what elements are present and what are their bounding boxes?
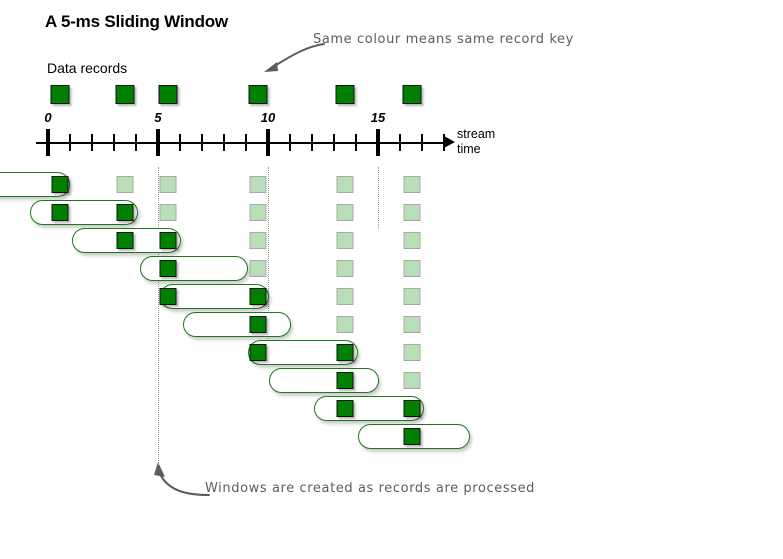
window-3-record-2 [159, 260, 177, 277]
data-record-3 [248, 85, 268, 104]
window-1-pending-record-5 [403, 204, 421, 221]
window-9-record-5 [403, 428, 421, 445]
timeline-tick-12 [311, 134, 313, 151]
timeline-tick-13 [333, 134, 335, 151]
data-record-0 [50, 85, 70, 104]
window-0-record-0 [51, 176, 69, 193]
window-5-record-3 [249, 316, 267, 333]
window-1-pending-record-3 [249, 204, 267, 221]
window-8-record-4 [336, 400, 354, 417]
data-records-label: Data records [47, 60, 128, 76]
guide-line-0 [158, 167, 159, 465]
timeline-tick-6 [179, 134, 181, 151]
window-1-pending-record-2 [159, 204, 177, 221]
axis-caption-line2: time [457, 142, 481, 156]
window-6-record-4 [336, 344, 354, 361]
window-5-pending-record-5 [403, 316, 421, 333]
timeline-tick-5 [156, 129, 160, 156]
timeline-tick-label-15: 15 [370, 110, 386, 125]
window-6-pending-record-5 [403, 344, 421, 361]
guide-line-1 [268, 167, 269, 357]
annotation-arrow-colour [264, 43, 325, 72]
annotation-same-colour: Same colour means same record key [313, 32, 574, 47]
window-3-pending-record-4 [336, 260, 354, 277]
window-0-pending-record-3 [249, 176, 267, 193]
data-record-2 [158, 85, 178, 104]
window-0-pending-record-2 [159, 176, 177, 193]
timeline-tick-3 [113, 134, 115, 151]
window-0-pending-record-4 [336, 176, 354, 193]
timeline-tick-10 [266, 129, 270, 156]
annotation-arrow-windows [154, 462, 210, 496]
window-5 [183, 312, 291, 337]
timeline-arrowhead [444, 136, 455, 148]
data-record-5 [402, 85, 422, 104]
page-title: A 5-ms Sliding Window [45, 12, 228, 31]
window-0-pending-record-5 [403, 176, 421, 193]
window-1-record-0 [51, 204, 69, 221]
timeline-tick-7 [201, 134, 203, 151]
window-4-pending-record-5 [403, 288, 421, 305]
timeline-tick-8 [223, 134, 225, 151]
timeline-tick-label-0: 0 [44, 110, 52, 125]
timeline-tick-1 [69, 134, 71, 151]
window-5-pending-record-4 [336, 316, 354, 333]
timeline-tick-15 [376, 129, 380, 156]
window-1-record-1 [116, 204, 134, 221]
timeline-tick-17 [421, 134, 423, 151]
timeline-tick-2 [91, 134, 93, 151]
timeline-tick-16 [399, 134, 401, 151]
axis-caption: stream time [457, 127, 495, 157]
window-3-pending-record-5 [403, 260, 421, 277]
timeline-axis [36, 142, 448, 144]
timeline-tick-9 [245, 134, 247, 151]
guide-line-2 [378, 167, 379, 229]
timeline-tick-0 [46, 129, 50, 156]
axis-caption-line1: stream [457, 127, 496, 141]
window-4-record-3 [249, 288, 267, 305]
window-6-record-3 [249, 344, 267, 361]
window-4-record-2 [159, 288, 177, 305]
timeline-tick-label-5: 5 [154, 110, 162, 125]
timeline-tick-18 [443, 134, 445, 151]
data-record-4 [335, 85, 355, 104]
window-2-pending-record-3 [249, 232, 267, 249]
window-8-record-5 [403, 400, 421, 417]
window-7 [269, 368, 379, 393]
window-7-pending-record-5 [403, 372, 421, 389]
window-1-pending-record-4 [336, 204, 354, 221]
window-3 [140, 256, 248, 281]
window-7-record-4 [336, 372, 354, 389]
timeline-tick-11 [289, 134, 291, 151]
data-record-1 [115, 85, 135, 104]
timeline-tick-label-10: 10 [260, 110, 276, 125]
window-2-record-2 [159, 232, 177, 249]
window-2-record-1 [116, 232, 134, 249]
timeline-tick-14 [355, 134, 357, 151]
window-3-pending-record-3 [249, 260, 267, 277]
window-2-pending-record-5 [403, 232, 421, 249]
timeline-tick-4 [135, 134, 137, 151]
window-0-pending-record-1 [116, 176, 134, 193]
window-2-pending-record-4 [336, 232, 354, 249]
window-4-pending-record-4 [336, 288, 354, 305]
annotation-windows-created: Windows are created as records are proce… [205, 481, 536, 496]
